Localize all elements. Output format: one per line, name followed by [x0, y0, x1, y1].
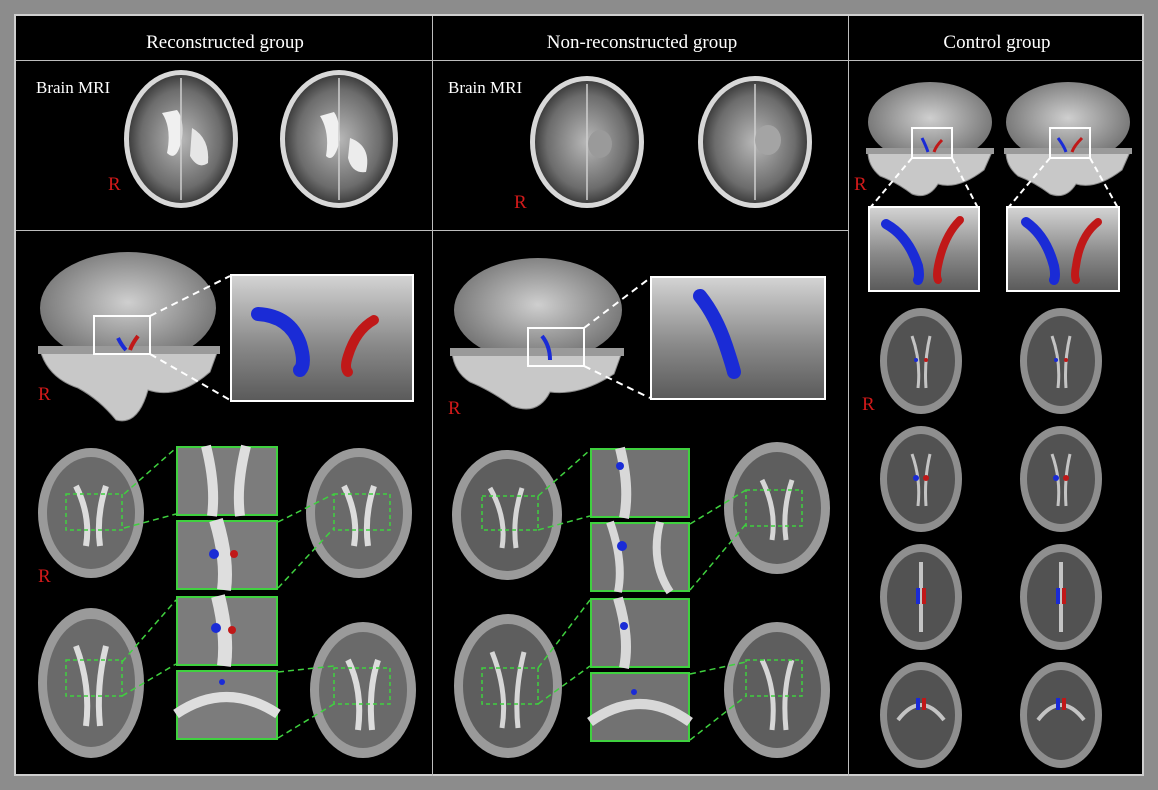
header-divider [16, 60, 1144, 61]
dwi-axial-slice [1020, 662, 1102, 768]
zoomed-slice-tile [587, 672, 693, 742]
zoomed-slice-tile [176, 444, 278, 517]
side-marker-r: R [38, 566, 51, 587]
dwi-axial-slice [38, 448, 144, 578]
zoomed-slice-tile [590, 596, 690, 669]
dwi-axial-slice [880, 662, 962, 768]
mri-axial-slice [124, 70, 238, 208]
zoom-connector [121, 447, 747, 741]
column-title-control: Control group [943, 32, 1051, 53]
side-marker-r: R [514, 192, 527, 213]
dwi-axial-slice [880, 308, 962, 414]
zoomed-slice-tile [176, 594, 278, 667]
brain-mri-label-non-reconstructed: Brain MRI [448, 78, 523, 97]
zoom-connector [149, 275, 231, 401]
zoomed-slice-tile [173, 670, 281, 740]
dwi-axial-slice [452, 450, 562, 580]
column-divider-2 [848, 16, 849, 776]
mri-axial-slice [698, 76, 812, 208]
side-marker-r: R [862, 394, 875, 415]
dwi-axial-slice [1020, 308, 1102, 414]
zoomed-tract-render [1006, 206, 1120, 292]
figure-panel: Reconstructed group Non-reconstructed gr… [14, 14, 1144, 776]
zoomed-tract-render [868, 206, 980, 292]
zoomed-slice-tile [176, 517, 278, 591]
column-title-non-reconstructed: Non-reconstructed group [546, 32, 738, 53]
zoomed-tract-render [650, 276, 826, 400]
zoomed-slice-tile [590, 446, 690, 519]
column-divider-1 [432, 16, 433, 776]
dwi-axial-slice [306, 448, 412, 578]
brain-mri-label-reconstructed: Brain MRI [36, 78, 111, 97]
side-marker-r: R [854, 174, 867, 195]
dwi-axial-slice [880, 426, 962, 532]
dwi-axial-slice [1020, 426, 1102, 532]
side-marker-r: R [448, 398, 461, 419]
dwi-axial-slice [724, 622, 830, 758]
column-title-reconstructed: Reconstructed group [146, 32, 304, 53]
zoomed-slice-tile [590, 520, 690, 595]
zoom-connector [583, 277, 651, 399]
mri-axial-slice [280, 70, 398, 208]
zoomed-tract-render [230, 274, 414, 402]
dwi-axial-slice [1020, 544, 1102, 650]
dwi-axial-slice [38, 608, 144, 758]
zoom-connector [869, 157, 1119, 209]
mri-axial-slice [530, 76, 644, 208]
dwi-axial-slice [454, 614, 562, 758]
coronal-3d-render [866, 82, 994, 197]
dwi-axial-slice [724, 442, 830, 574]
coronal-3d-render [1004, 82, 1132, 197]
dwi-axial-slice [880, 544, 962, 650]
side-marker-r: R [38, 384, 51, 405]
side-marker-r: R [108, 174, 121, 195]
dwi-axial-slice [310, 622, 416, 758]
coronal-3d-render [450, 258, 624, 410]
mri-row-divider [16, 230, 848, 231]
